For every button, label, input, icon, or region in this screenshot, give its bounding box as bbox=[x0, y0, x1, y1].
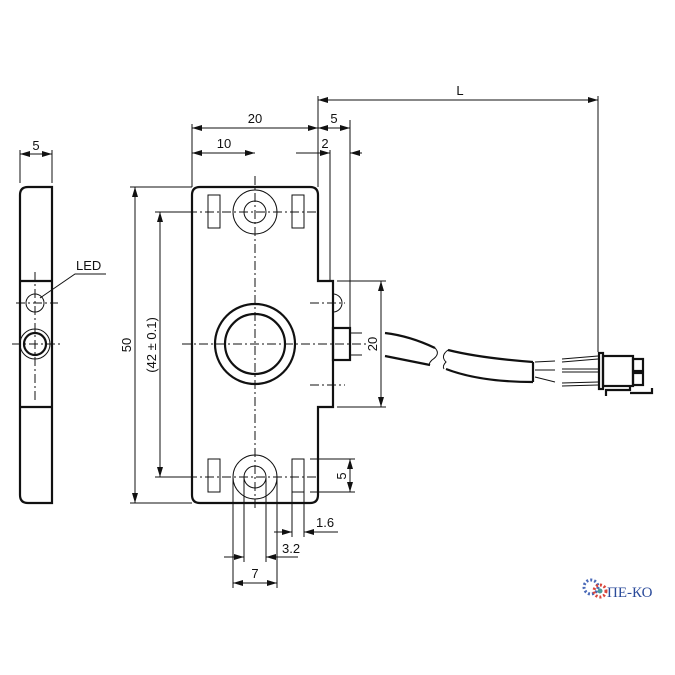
dim-slot-width: 1.6 bbox=[316, 515, 334, 530]
dim-hole-spacing: (42 ± 0.1) bbox=[144, 317, 159, 373]
dim-hole-inner: 3.2 bbox=[282, 541, 300, 556]
side-view: 5 LED bbox=[12, 138, 106, 505]
dim-height: 50 bbox=[119, 338, 134, 352]
front-view bbox=[182, 176, 368, 510]
dimensions: L 20 5 10 2 50 (42 ± 0.1) 20 5 1.6 bbox=[119, 83, 599, 588]
dim-hole-outer: 7 bbox=[251, 566, 258, 581]
led-label: LED bbox=[76, 258, 101, 273]
logo-text: ПЕ-КО bbox=[607, 585, 653, 601]
dim-cable-length: L bbox=[456, 83, 463, 98]
gear-icon bbox=[582, 578, 608, 599]
dim-step-small: 2 bbox=[321, 136, 328, 151]
dim-step: 5 bbox=[330, 111, 337, 126]
logo: ПЕ-КО bbox=[582, 578, 653, 601]
dim-slot: 5 bbox=[334, 472, 349, 479]
dim-side-width: 5 bbox=[32, 138, 39, 153]
dim-width-total: 20 bbox=[248, 111, 262, 126]
dim-half-width: 10 bbox=[217, 136, 231, 151]
dim-body-ext: 20 bbox=[365, 337, 380, 351]
cable bbox=[384, 331, 654, 396]
